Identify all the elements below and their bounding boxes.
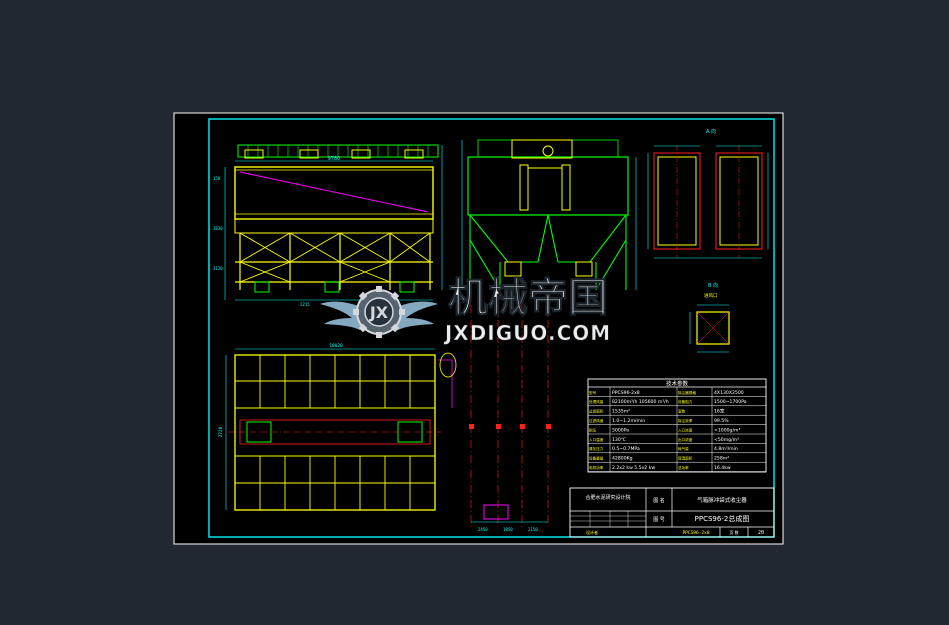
- watermark-logo: JX 机械帝国 JXDIGUO.COM: [320, 275, 611, 345]
- params-cell-v2: 4X130X2500: [714, 390, 744, 396]
- params-cell-k2: 入口浓度: [678, 427, 693, 432]
- params-cell-k2: 设备阻力: [678, 399, 693, 404]
- footer-designer: 设计者: [586, 529, 598, 535]
- params-cell-v2: 258m²: [714, 456, 729, 462]
- view-b-label: B 向: [708, 282, 718, 289]
- plan-length-dimension: 10020: [329, 343, 343, 349]
- column-layout: 2450 1850 2150: [469, 290, 551, 532]
- params-cell-v2: 99.5%: [714, 418, 729, 424]
- drawing-number-label: 图 号: [653, 517, 665, 523]
- front-length-dimension: 9780: [328, 156, 341, 162]
- side-elevation-view: [461, 139, 637, 291]
- params-cell-v1: 42800Kg: [612, 456, 633, 462]
- footer-page-label: 页 数: [729, 529, 738, 535]
- params-cell-k2: 出口浓度: [678, 437, 693, 442]
- params-cell-v2: <1000g/m³: [714, 427, 740, 433]
- company-name: 合肥水泥研究设计院: [585, 494, 630, 501]
- svg-text:3120: 3120: [213, 266, 223, 271]
- params-cell-k1: 耐压: [589, 427, 597, 432]
- parameters-table: 技术参数 型号 PPCS96-2x8 除尘器规格 4X130X2500 处理风量 8210…: [587, 378, 767, 473]
- params-cell-v2: 4.8m³/min: [714, 446, 738, 452]
- params-cell-k1: 处理风量: [589, 399, 604, 404]
- params-cell-k2: 总功率: [678, 465, 689, 470]
- inlet-label: 进风口: [704, 292, 718, 299]
- footer-number: PPCS96-2x8: [682, 530, 709, 536]
- params-cell-k2: 保温面积: [678, 456, 693, 461]
- params-cell-k1: 型号: [589, 390, 597, 395]
- section-views: A 向 B 向 进风口: [647, 128, 769, 353]
- params-cell-v1: 5000Pa: [612, 427, 629, 433]
- params-cell-k2: 室数: [678, 409, 686, 414]
- svg-text:3830: 3830: [213, 226, 223, 231]
- params-cell-k2: 除尘器规格: [678, 390, 696, 395]
- title-block: 合肥水泥研究设计院 图 名 气箱脉冲袋式收尘器 图 号 PPCS96-2总成图 …: [569, 487, 775, 538]
- params-cell-v1: 1535m²: [612, 409, 630, 415]
- svg-text:2215: 2215: [300, 302, 310, 307]
- params-cell-v2: 16.4kw: [714, 465, 731, 471]
- params-cell-k2: 耗气量: [678, 446, 689, 451]
- params-cell-k1: 入口温度: [589, 437, 604, 442]
- view-a-label: A 向: [706, 128, 716, 135]
- params-cell-v1: 130℃: [612, 437, 626, 443]
- drawing-border: [208, 118, 775, 538]
- drawing-name-label: 图 名: [653, 497, 665, 504]
- params-cell-v1: 0.5~0.7MPa: [612, 446, 640, 452]
- watermark-url: JXDIGUO.COM: [443, 321, 611, 345]
- column-spacing-1: 2450: [478, 527, 488, 532]
- params-cell-v1: 82100m³/h 105600 m³/h: [612, 399, 669, 405]
- svg-text:150: 150: [213, 176, 221, 181]
- params-cell-k1: 过滤风速: [589, 418, 604, 423]
- drawing-number: PPCS96-2总成图: [695, 514, 750, 523]
- svg-text:JX: JX: [369, 303, 389, 322]
- params-cell-v1: 2.2x2 kw 5.5x2 kw: [612, 465, 655, 471]
- plan-view: 10020 2720: [218, 343, 457, 511]
- column-spacing-3: 2150: [528, 527, 538, 532]
- watermark-title: 机械帝国: [448, 275, 608, 321]
- footer-page: 20: [758, 530, 764, 536]
- params-cell-k1: 过滤面积: [589, 409, 604, 414]
- params-cell-k1: 清灰压力: [589, 446, 604, 451]
- front-elevation-view: 9780 150 3830 3120 2215: [213, 144, 443, 307]
- params-cell-v2: 16室: [714, 408, 725, 415]
- params-cell-k1: 电机功率: [589, 465, 604, 470]
- plan-width-dimension: 2720: [218, 426, 224, 437]
- params-cell-v2: <50mg/m³: [714, 437, 739, 443]
- column-spacing-2: 1850: [503, 527, 513, 532]
- params-table-title: 技术参数: [666, 380, 689, 388]
- params-cell-v1: PPCS96-2x8: [612, 390, 640, 396]
- params-cell-v1: 1.0~1.2m/min: [612, 418, 645, 424]
- drawing-name: 气箱脉冲袋式收尘器: [697, 496, 747, 504]
- params-cell-k2: 除尘效率: [678, 418, 693, 423]
- params-cell-v2: 1500~1700Pa: [714, 399, 747, 405]
- params-cell-k1: 设备重量: [589, 456, 604, 461]
